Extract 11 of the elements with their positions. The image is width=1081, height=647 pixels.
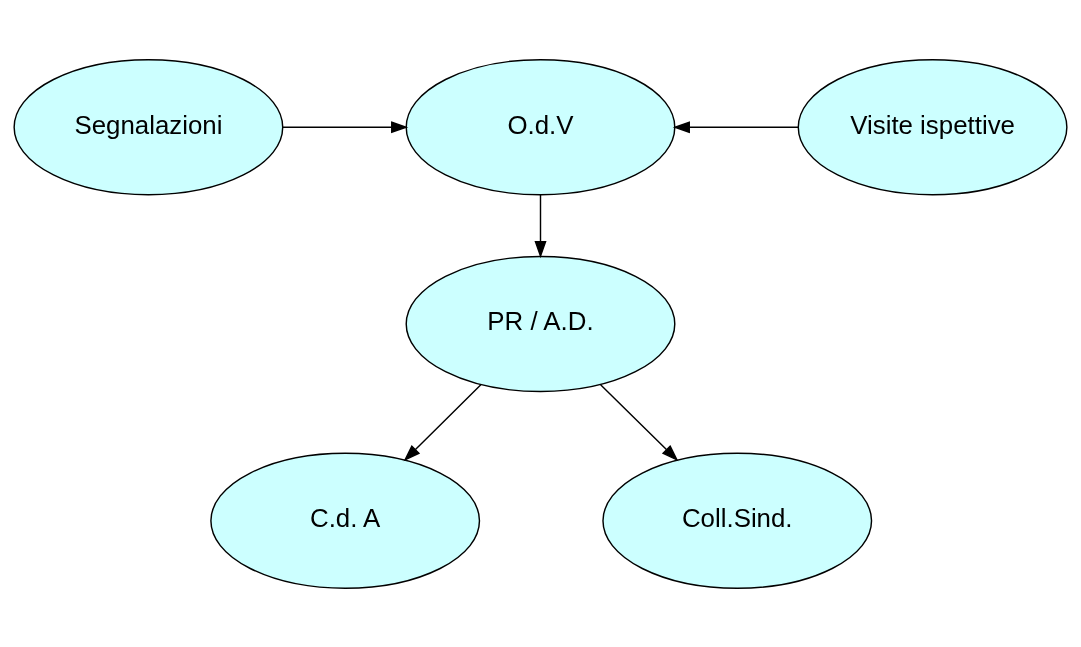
node-ellipse: Visite ispettive xyxy=(797,58,1068,195)
arrow xyxy=(403,383,482,461)
arrow xyxy=(672,120,799,133)
node-ellipse: Segnalazioni xyxy=(13,58,284,195)
node-ellipse: C.d. A xyxy=(210,452,481,589)
arrow xyxy=(534,193,547,258)
arrow xyxy=(599,383,679,461)
node-ellipse: PR / A.D. xyxy=(405,255,676,392)
arrow xyxy=(282,120,409,133)
node-ellipse: O.d.V xyxy=(405,58,676,195)
node-ellipse: Coll.Sind. xyxy=(602,452,873,589)
